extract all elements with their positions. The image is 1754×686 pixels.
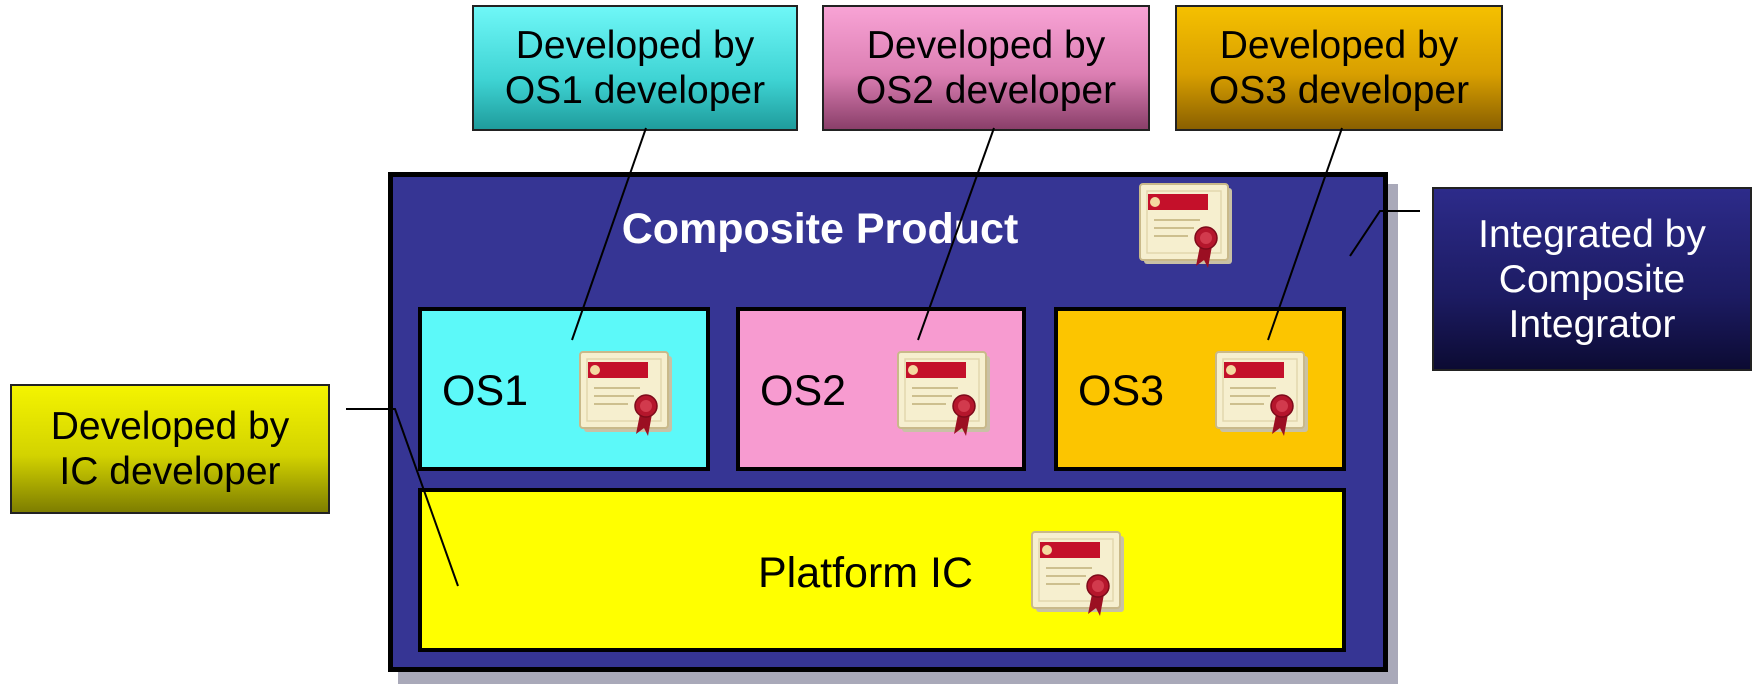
callout-line: Integrator	[1508, 302, 1676, 346]
platform-ic-label: Platform IC	[758, 549, 974, 597]
callout-line: Developed by	[1219, 24, 1459, 67]
os3-label: OS3	[1078, 367, 1165, 415]
callout-os3-developer: Developed by OS3 developer	[1175, 5, 1503, 131]
callout-line: Developed by	[866, 24, 1106, 67]
callout-line: IC developer	[59, 450, 281, 493]
callout-line: Developed by	[50, 405, 290, 448]
callout-line: OS1 developer	[504, 69, 766, 112]
os2-label: OS2	[760, 367, 847, 415]
callout-os1-developer: Developed by OS1 developer	[472, 5, 798, 131]
callout-composite-integrator: Integrated by Composite Integrator	[1432, 187, 1752, 371]
callout-line: OS2 developer	[855, 69, 1117, 112]
certificate-graphic	[897, 351, 990, 436]
callout-line: Composite	[1498, 257, 1686, 301]
certificate-graphic	[1139, 183, 1232, 268]
certificate-icon	[1214, 350, 1310, 436]
certificate-icon	[896, 350, 992, 436]
composite-product-title: Composite Product	[621, 205, 1019, 253]
callout-line: Integrated by	[1478, 212, 1706, 256]
certificate-graphic	[579, 351, 672, 436]
callout-line: Developed by	[515, 24, 755, 67]
os1-label: OS1	[442, 367, 529, 415]
certificate-icon	[578, 350, 674, 436]
callout-os2-developer: Developed by OS2 developer	[822, 5, 1150, 131]
callout-ic-developer: Developed by IC developer	[10, 384, 330, 514]
certificate-icon	[1030, 530, 1126, 616]
certificate-graphic	[1215, 351, 1308, 436]
certificate-icon	[1138, 182, 1234, 268]
certificate-graphic	[1031, 531, 1124, 616]
callout-line: OS3 developer	[1208, 69, 1470, 112]
